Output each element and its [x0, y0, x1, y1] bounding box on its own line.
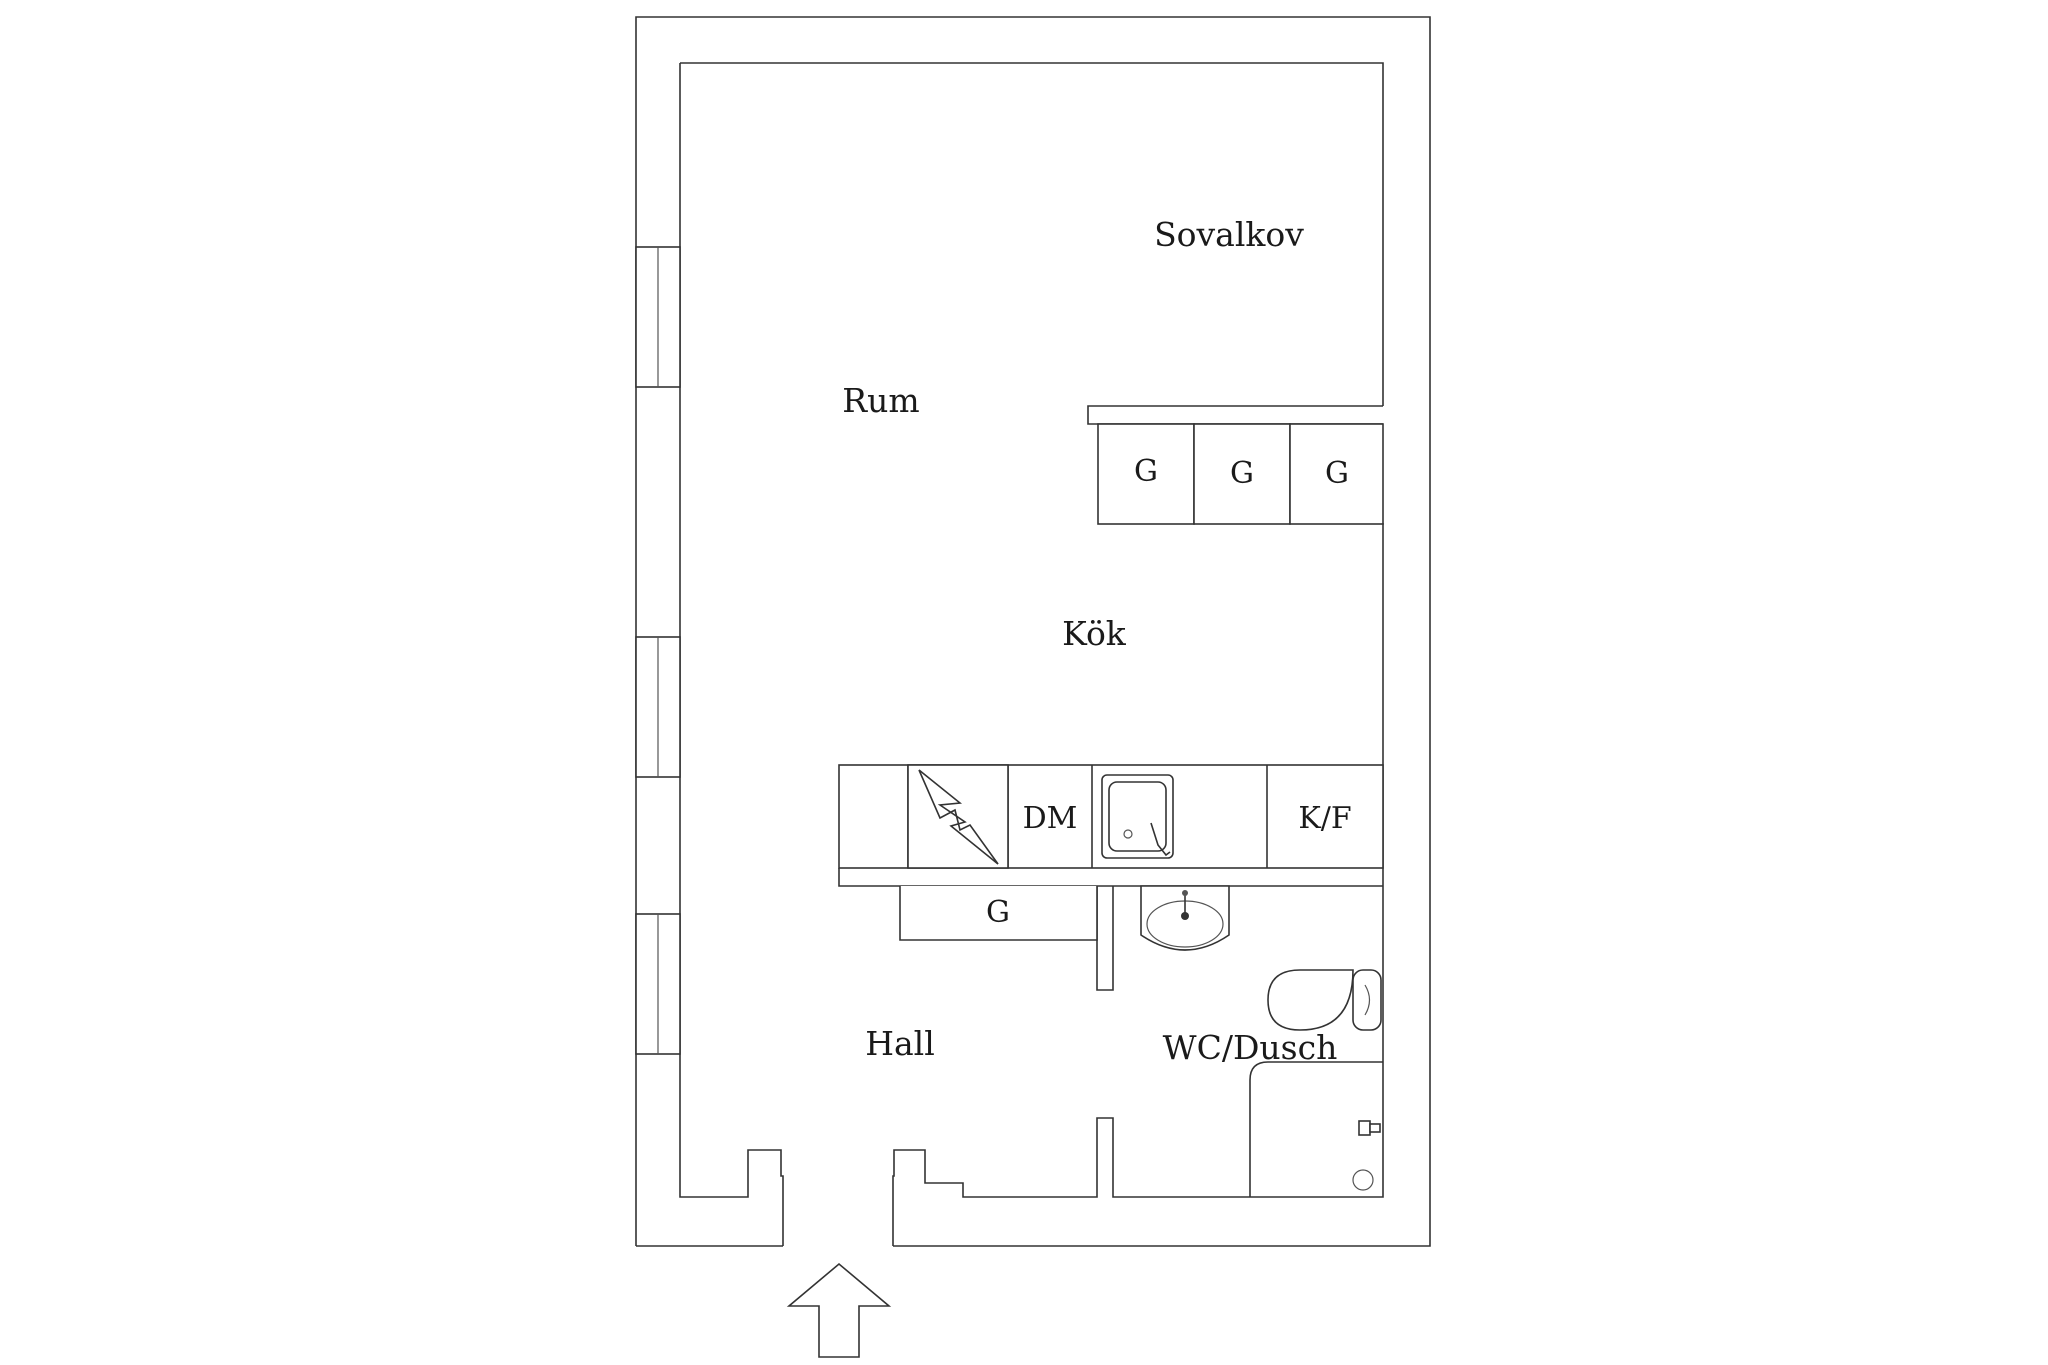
room-label-rum: Rum: [842, 381, 919, 420]
alcove-partition: [1087, 405, 1383, 425]
washbasin-icon: [1140, 885, 1230, 951]
stove-icon: [907, 764, 1009, 869]
room-label-sovalkov: Sovalkov: [1154, 215, 1304, 254]
toilet-icon: [1267, 969, 1382, 1031]
wardrobe-label: G: [1230, 456, 1254, 491]
wardrobe-label: G: [1134, 454, 1158, 489]
room-label-hall: Hall: [865, 1024, 935, 1063]
wardrobe-label: G: [1325, 456, 1349, 491]
wardrobe-row: [1097, 423, 1384, 525]
entrance-arrow-icon: [786, 1262, 892, 1358]
dishwasher-label: DM: [1023, 801, 1078, 836]
room-label-wc: WC/Dusch: [1163, 1028, 1338, 1067]
outer-walls: [635, 16, 1431, 1247]
hall-wardrobe-label: G: [986, 895, 1010, 930]
windows: [635, 246, 681, 1055]
hall-wardrobe: [899, 886, 1098, 941]
room-label-kok: Kök: [1062, 614, 1127, 653]
fridge-freezer-label: K/F: [1298, 801, 1351, 836]
floor-drain-icon: [1352, 1169, 1374, 1191]
kitchen-sink-icon: [1101, 774, 1174, 859]
shower-tap-icon: [1358, 1120, 1381, 1136]
